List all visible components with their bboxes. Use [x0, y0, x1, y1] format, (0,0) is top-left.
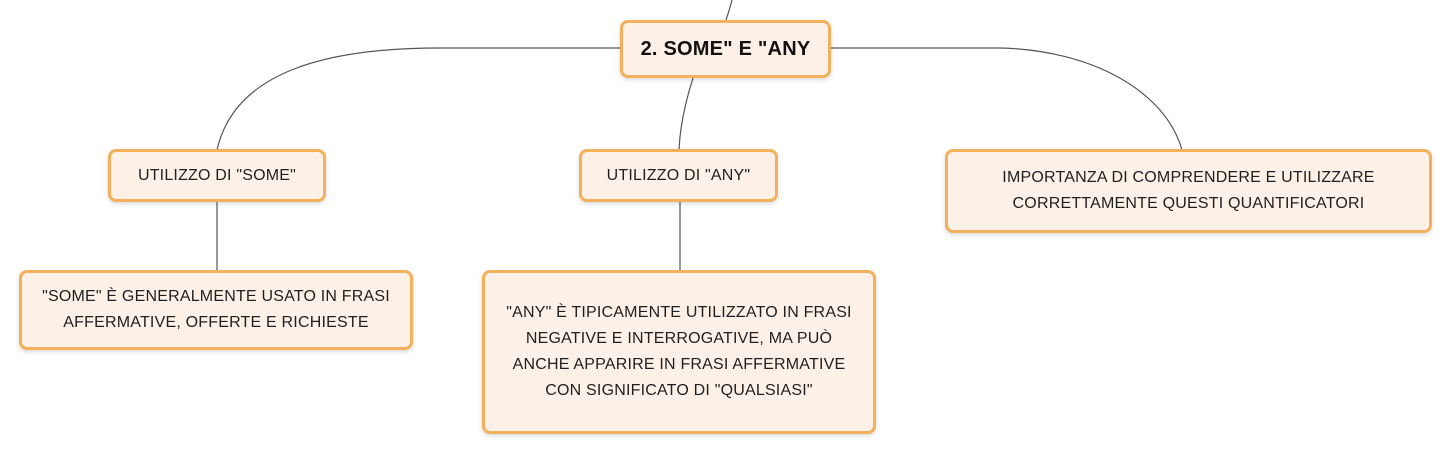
root-node-label: 2. SOME" E "ANY — [640, 38, 811, 60]
detail-node-some[interactable]: "SOME" È GENERALMENTE USATO IN FRASI AFF… — [19, 270, 413, 350]
detail-node-any-label: "ANY" È TIPICAMENTE UTILIZZATO IN FRASI … — [506, 304, 852, 399]
branch-node-some-label: UTILIZZO DI "SOME" — [137, 166, 297, 184]
connector-parent-to-root — [725, 0, 733, 21]
branch-node-any-label: UTILIZZO DI "ANY" — [606, 166, 751, 184]
branch-node-importance[interactable]: IMPORTANZA DI COMPRENDERE E UTILIZZARE C… — [945, 149, 1432, 233]
root-node[interactable]: 2. SOME" E "ANY — [620, 20, 831, 78]
branch-node-any[interactable]: UTILIZZO DI "ANY" — [579, 149, 778, 202]
connector-root-to-some — [216, 47, 620, 151]
connector-root-to-any — [678, 77, 694, 151]
branch-node-importance-label: IMPORTANZA DI COMPRENDERE E UTILIZZARE C… — [1002, 169, 1375, 212]
detail-node-some-label: "SOME" È GENERALMENTE USATO IN FRASI AFF… — [42, 288, 390, 331]
detail-node-any[interactable]: "ANY" È TIPICAMENTE UTILIZZATO IN FRASI … — [482, 270, 876, 434]
branch-node-some[interactable]: UTILIZZO DI "SOME" — [108, 149, 326, 202]
connector-root-to-importance — [831, 47, 1183, 151]
